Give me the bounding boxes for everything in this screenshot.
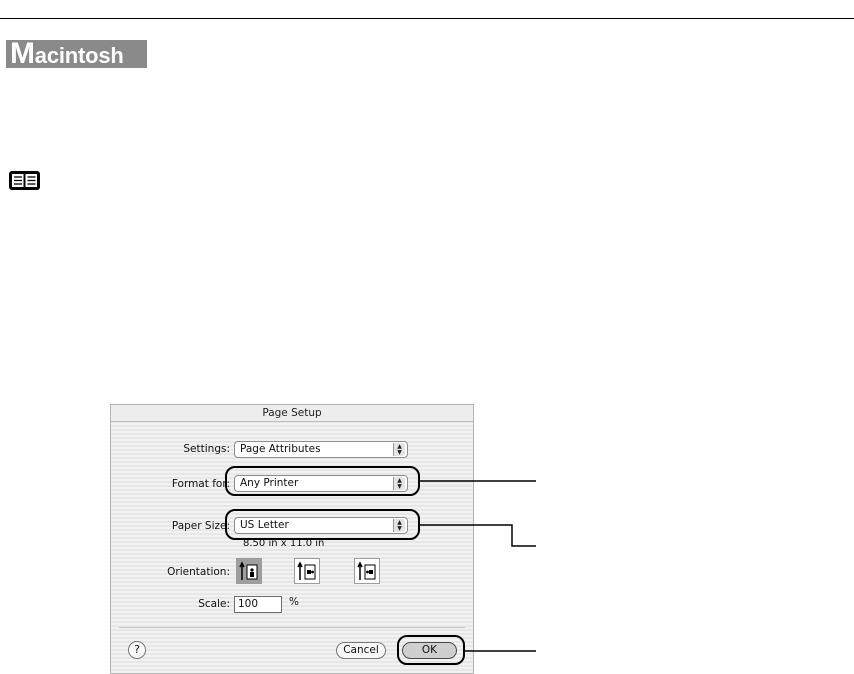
format-for-callout-ring [225, 466, 420, 496]
badge-text: acintosh [34, 43, 124, 68]
paper-size-popup[interactable]: US Letter ▲▼ [234, 517, 408, 534]
paper-dimensions: 8.50 in x 11.0 in [243, 538, 325, 549]
popup-arrows-icon: ▲▼ [393, 519, 405, 532]
settings-popup[interactable]: Page Attributes ▲▼ [234, 441, 408, 458]
dialog-separator [119, 627, 465, 628]
landscape-orientation-icon [297, 561, 316, 580]
format-for-popup[interactable]: Any Printer ▲▼ [234, 475, 408, 492]
landscape-orientation-button[interactable] [294, 558, 320, 584]
scale-input[interactable]: 100 [234, 596, 282, 613]
cancel-button[interactable]: Cancel [336, 642, 386, 659]
note-book-icon [9, 171, 40, 190]
settings-value: Page Attributes [240, 443, 321, 455]
macintosh-badge: Macintosh [6, 37, 147, 70]
popup-arrows-icon: ▲▼ [393, 477, 405, 490]
scale-label: Scale: [198, 598, 230, 610]
reverse-landscape-orientation-button[interactable] [354, 558, 380, 584]
paper-size-leader [420, 524, 536, 547]
ok-callout-ring [397, 635, 465, 665]
paper-size-label: Paper Size: [171, 520, 230, 532]
portrait-orientation-button[interactable] [236, 558, 262, 584]
format-for-label: Format for: [171, 478, 230, 490]
format-for-value: Any Printer [240, 477, 299, 489]
help-icon[interactable]: ? [128, 641, 146, 659]
settings-label: Settings: [183, 443, 230, 455]
ok-button[interactable]: OK [402, 642, 457, 659]
paper-size-callout-ring [225, 509, 420, 540]
paper-size-value: US Letter [240, 519, 289, 531]
popup-arrows-icon: ▲▼ [393, 443, 405, 456]
reverse-landscape-orientation-icon [357, 561, 376, 580]
badge-initial: M [10, 37, 35, 70]
scale-unit: % [289, 596, 299, 608]
portrait-orientation-icon [239, 561, 258, 580]
top-rule [0, 18, 854, 19]
dialog-title: Page Setup [111, 405, 473, 422]
orientation-label: Orientation: [167, 566, 230, 578]
